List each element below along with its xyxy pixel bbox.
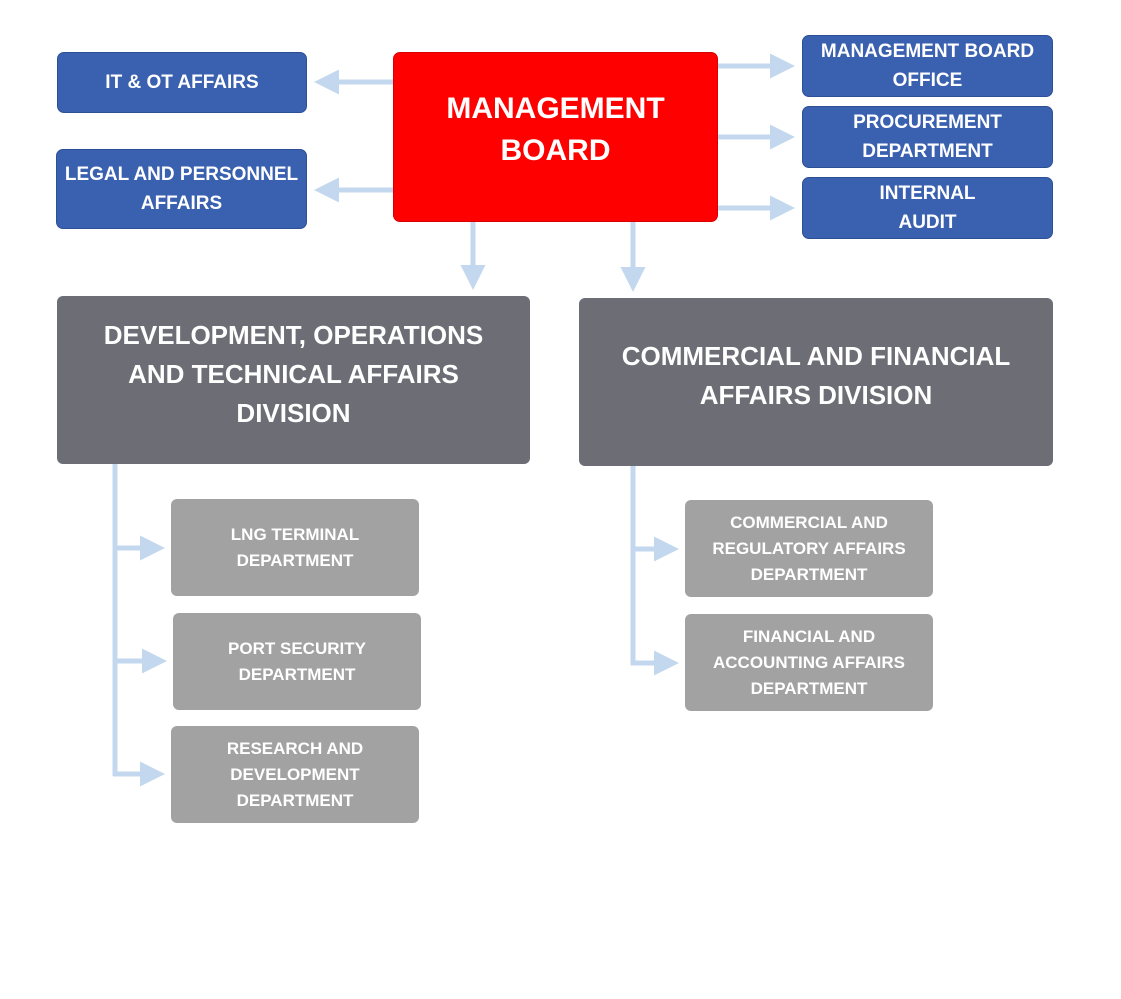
development-operations-technical-division-box: DEVELOPMENT, OPERATIONS AND TECHNICAL AF… (57, 296, 530, 464)
port-security-department-box: PORT SECURITY DEPARTMENT (173, 613, 421, 710)
development-operations-technical-division-label: DEVELOPMENT, OPERATIONS AND TECHNICAL AF… (103, 319, 484, 428)
lng-terminal-department-box: LNG TERMINAL DEPARTMENT (171, 499, 419, 596)
procurement-department-box: PROCUREMENT DEPARTMENT (802, 106, 1053, 168)
legal-personnel-affairs-box: LEGAL AND PERSONNEL AFFAIRS (56, 149, 307, 229)
legal-personnel-affairs-label: LEGAL AND PERSONNEL AFFAIRS (64, 164, 299, 214)
internal-audit-box: INTERNAL AUDIT (802, 177, 1053, 239)
lng-terminal-department-label: LNG TERMINAL DEPARTMENT (230, 524, 360, 570)
commercial-regulatory-department-box: COMMERCIAL AND REGULATORY AFFAIRS DEPART… (685, 500, 933, 597)
commercial-financial-division-box: COMMERCIAL AND FINANCIAL AFFAIRS DIVISIO… (579, 298, 1053, 466)
financial-accounting-department-label: FINANCIAL AND ACCOUNTING AFFAIRS DEPARTM… (712, 626, 906, 698)
management-board-office-label: MANAGEMENT BOARD OFFICE (820, 41, 1035, 91)
it-ot-affairs-label: IT & OT AFFAIRS (105, 72, 259, 93)
management-board-office-box: MANAGEMENT BOARD OFFICE (802, 35, 1053, 97)
financial-accounting-department-box: FINANCIAL AND ACCOUNTING AFFAIRS DEPARTM… (685, 614, 933, 711)
research-development-department-box: RESEARCH AND DEVELOPMENT DEPARTMENT (171, 726, 419, 823)
management-board-label: MANAGEMENT BOARD (446, 92, 665, 167)
commercial-regulatory-department-label: COMMERCIAL AND REGULATORY AFFAIRS DEPART… (712, 512, 906, 584)
research-development-department-label: RESEARCH AND DEVELOPMENT DEPARTMENT (226, 738, 364, 810)
internal-audit-label: INTERNAL AUDIT (879, 183, 976, 233)
port-security-department-label: PORT SECURITY DEPARTMENT (228, 638, 366, 684)
procurement-department-label: PROCUREMENT DEPARTMENT (853, 112, 1002, 162)
management-board-box: MANAGEMENT BOARD (393, 52, 718, 222)
it-ot-affairs-box: IT & OT AFFAIRS (57, 52, 307, 113)
commercial-financial-division-label: COMMERCIAL AND FINANCIAL AFFAIRS DIVISIO… (621, 341, 1011, 410)
